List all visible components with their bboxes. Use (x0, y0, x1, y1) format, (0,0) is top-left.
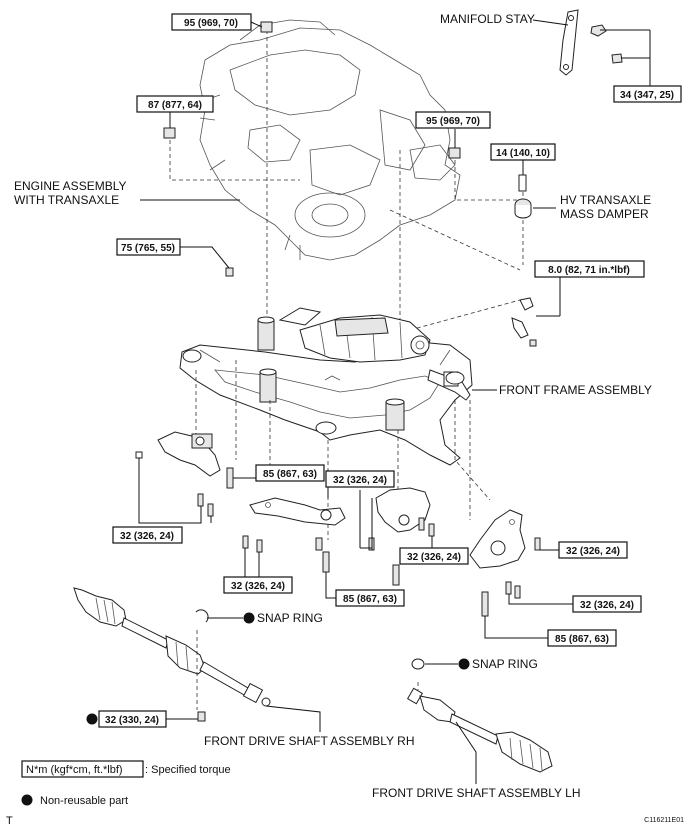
torque-box-75 (116, 238, 181, 256)
label-front-frame: FRONT FRAME ASSEMBLY (499, 383, 652, 397)
corner-mark: T (6, 815, 13, 827)
nonreuse-dot-snap-rh (243, 612, 255, 624)
torque-box-32-rh (98, 710, 167, 728)
torque-14: 14 (140, 10) (496, 148, 550, 159)
torque-box-14 (490, 143, 556, 161)
label-damper-line1: HV TRANSAXLE (560, 193, 651, 207)
torque-box-32-a (112, 526, 183, 544)
drive-shaft-lh-drawing (406, 687, 553, 773)
snap-ring-rh (195, 609, 209, 623)
torque-87: 87 (877, 64) (148, 100, 202, 111)
torque-8: 8.0 (82, 71 in.*lbf) (548, 265, 630, 276)
front-center-bracket (375, 487, 431, 533)
mount-nut-left (163, 127, 176, 139)
torque-75: 75 (765, 55) (121, 243, 175, 254)
torque-box-85-a (255, 464, 325, 482)
legend-nonreuse-dot (21, 794, 33, 806)
torque-box-8 (534, 260, 645, 278)
torque-box-32-e (223, 576, 293, 594)
sensor-bracket (511, 297, 537, 347)
torque-box-85-b (335, 589, 405, 607)
legend-unit-box (21, 760, 144, 778)
center-bracket-bolts (242, 535, 330, 573)
torque-85-b: 85 (867, 63) (343, 594, 397, 605)
torque-95-top: 95 (969, 70) (184, 18, 238, 29)
torque-95-mid: 95 (969, 70) (426, 116, 480, 127)
front-frame-drawing (179, 307, 473, 466)
label-engine-line2: WITH TRANSAXLE (14, 193, 119, 207)
torque-box-32-d (558, 541, 628, 559)
torque-32-rh: 32 (330, 24) (105, 715, 159, 726)
legend-unit-desc: : Specified torque (145, 764, 231, 776)
front-right-bracket (469, 509, 526, 569)
torque-box-32-g (572, 595, 642, 613)
torque-box-34 (613, 85, 682, 103)
torque-32-c: 32 (326, 24) (407, 552, 461, 563)
label-manifold-stay: MANIFOLD STAY (440, 12, 535, 26)
drive-shaft-rh-drawing (73, 587, 271, 707)
center-bracket (249, 497, 346, 526)
bolt-75 (225, 267, 234, 277)
torque-box-95-top (171, 13, 252, 31)
torque-32-d: 32 (326, 24) (566, 546, 620, 557)
legend-unit-box-text: N*m (kgf*cm, ft.*lbf) (26, 764, 123, 776)
mount-nut-right (448, 147, 461, 159)
torque-box-95-mid (415, 111, 491, 129)
torque-box-32-c (399, 547, 469, 565)
legend-nonreuse: Non-reusable part (40, 795, 128, 807)
figure-code: C116211E01 (644, 817, 684, 824)
mass-damper-drawing (514, 174, 532, 219)
label-snap-ring-lh: SNAP RING (472, 657, 538, 671)
torque-85-a: 85 (867, 63) (263, 469, 317, 480)
torque-32-e: 32 (326, 24) (231, 581, 285, 592)
bolt-rh (197, 711, 206, 722)
mount-nut-top (260, 21, 273, 33)
torque-32-g: 32 (326, 24) (580, 600, 634, 611)
label-drive-shaft-lh: FRONT DRIVE SHAFT ASSEMBLY LH (372, 786, 581, 800)
torque-box-85-c (547, 629, 617, 647)
nonreuse-dot-snap-lh (458, 658, 470, 670)
front-right-bolts (481, 537, 541, 617)
nonreuse-dot-bolt (86, 713, 98, 725)
snap-ring-lh (411, 658, 425, 670)
torque-85-c: 85 (867, 63) (555, 634, 609, 645)
label-drive-shaft-rh: FRONT DRIVE SHAFT ASSEMBLY RH (204, 734, 415, 748)
manifold-stay-drawing (559, 9, 651, 86)
label-snap-ring-rh: SNAP RING (257, 611, 323, 625)
torque-box-87 (136, 95, 214, 113)
torque-32-b: 32 (326, 24) (333, 475, 387, 486)
engine-assembly-drawing (199, 19, 461, 261)
rear-left-bracket (157, 431, 221, 477)
torque-34: 34 (347, 25) (620, 90, 674, 101)
label-engine-line1: ENGINE ASSEMBLY (14, 179, 126, 193)
torque-box-32-b (325, 470, 395, 488)
torque-32-a: 32 (326, 24) (120, 531, 174, 542)
label-damper-line2: MASS DAMPER (560, 207, 649, 221)
